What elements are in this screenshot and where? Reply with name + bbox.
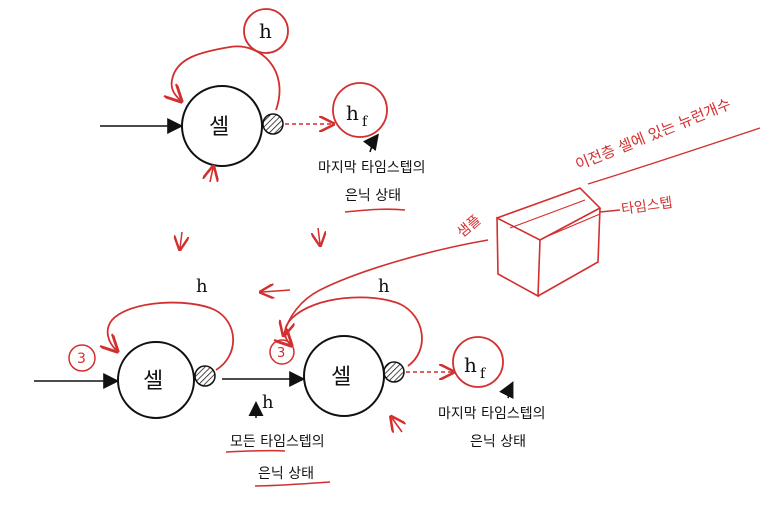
box-side — [537, 207, 601, 297]
box-units-label: 이전층 셀에 있는 뉴런개수 — [573, 95, 734, 174]
top-hf-bubble — [332, 82, 388, 138]
top-h-label: h — [259, 19, 272, 43]
bottom-link-h: h — [262, 392, 274, 413]
box-sample-label: 샘플 — [454, 212, 484, 241]
bottom-cell-1-loop — [108, 301, 235, 371]
top-cell-input-arrow — [210, 168, 213, 182]
box-timestep-label: 타임스텝 — [620, 195, 673, 218]
box-to-num-arrow — [284, 239, 489, 334]
bottom-h-left: h — [196, 276, 208, 297]
bottom-cell-2-loop — [285, 296, 423, 367]
down-arrow-left — [180, 231, 182, 248]
bottom-hf-label: h — [464, 353, 477, 377]
box-units-underline — [587, 127, 761, 185]
bottom-num-left-circle — [68, 344, 96, 372]
bottom-left-red-arrow — [262, 290, 291, 292]
bottom-hf-bubble — [452, 336, 504, 388]
top-hf-sub: f — [362, 114, 369, 130]
bottom-num-right-circle — [269, 339, 295, 365]
box-top — [496, 187, 602, 241]
top-diagram: 셀 h h f 마지막 타임스텝의 은닉 상태 — [100, 8, 426, 213]
bottom-caption-left-line1: 모든 타임스텝의 — [230, 434, 325, 450]
box-front — [496, 216, 541, 298]
box-timestep-pointer — [599, 209, 621, 213]
top-hf-label: h — [346, 101, 359, 125]
bottom-caption-right-line2: 은닉 상태 — [470, 434, 526, 450]
top-cell — [181, 85, 263, 167]
bottom-cell-1-output-node — [194, 365, 216, 387]
bottom-diagram: h h 셀 3 h 셀 3 h f — [34, 276, 546, 487]
bottom-hf-pointer — [499, 381, 514, 400]
bottom-cell-2-input-arrow — [392, 418, 402, 432]
top-h-bubble — [243, 8, 289, 54]
bottom-cell-2 — [303, 335, 385, 417]
bottom-num-right: 3 — [277, 346, 285, 361]
top-caption-line2: 은닉 상태 — [345, 188, 401, 204]
bottom-caption-left-underline1 — [225, 449, 286, 453]
bottom-caption-left-underline2 — [254, 481, 331, 487]
bottom-cell-2-label: 셀 — [331, 365, 351, 390]
top-recurrent-loop — [172, 45, 281, 111]
bottom-cell-1 — [117, 341, 195, 419]
bottom-hf-sub: f — [480, 366, 487, 382]
top-cell-label: 셀 — [209, 115, 229, 140]
bottom-h-right: h — [378, 276, 390, 297]
top-caption-underline — [344, 208, 406, 213]
box-inner-lines — [509, 199, 601, 237]
top-hf-pointer — [362, 133, 379, 153]
bottom-caption-left-line2: 은닉 상태 — [258, 466, 314, 482]
top-output-node — [262, 113, 284, 135]
bottom-num-left: 3 — [77, 351, 86, 367]
bottom-cell-2-output-node — [383, 361, 405, 383]
bottom-caption-right-line1: 마지막 타임스텝의 — [438, 406, 546, 422]
bottom-cell-1-label: 셀 — [143, 369, 163, 394]
top-caption-line1: 마지막 타임스텝의 — [318, 160, 426, 176]
down-arrow-right — [318, 227, 320, 244]
